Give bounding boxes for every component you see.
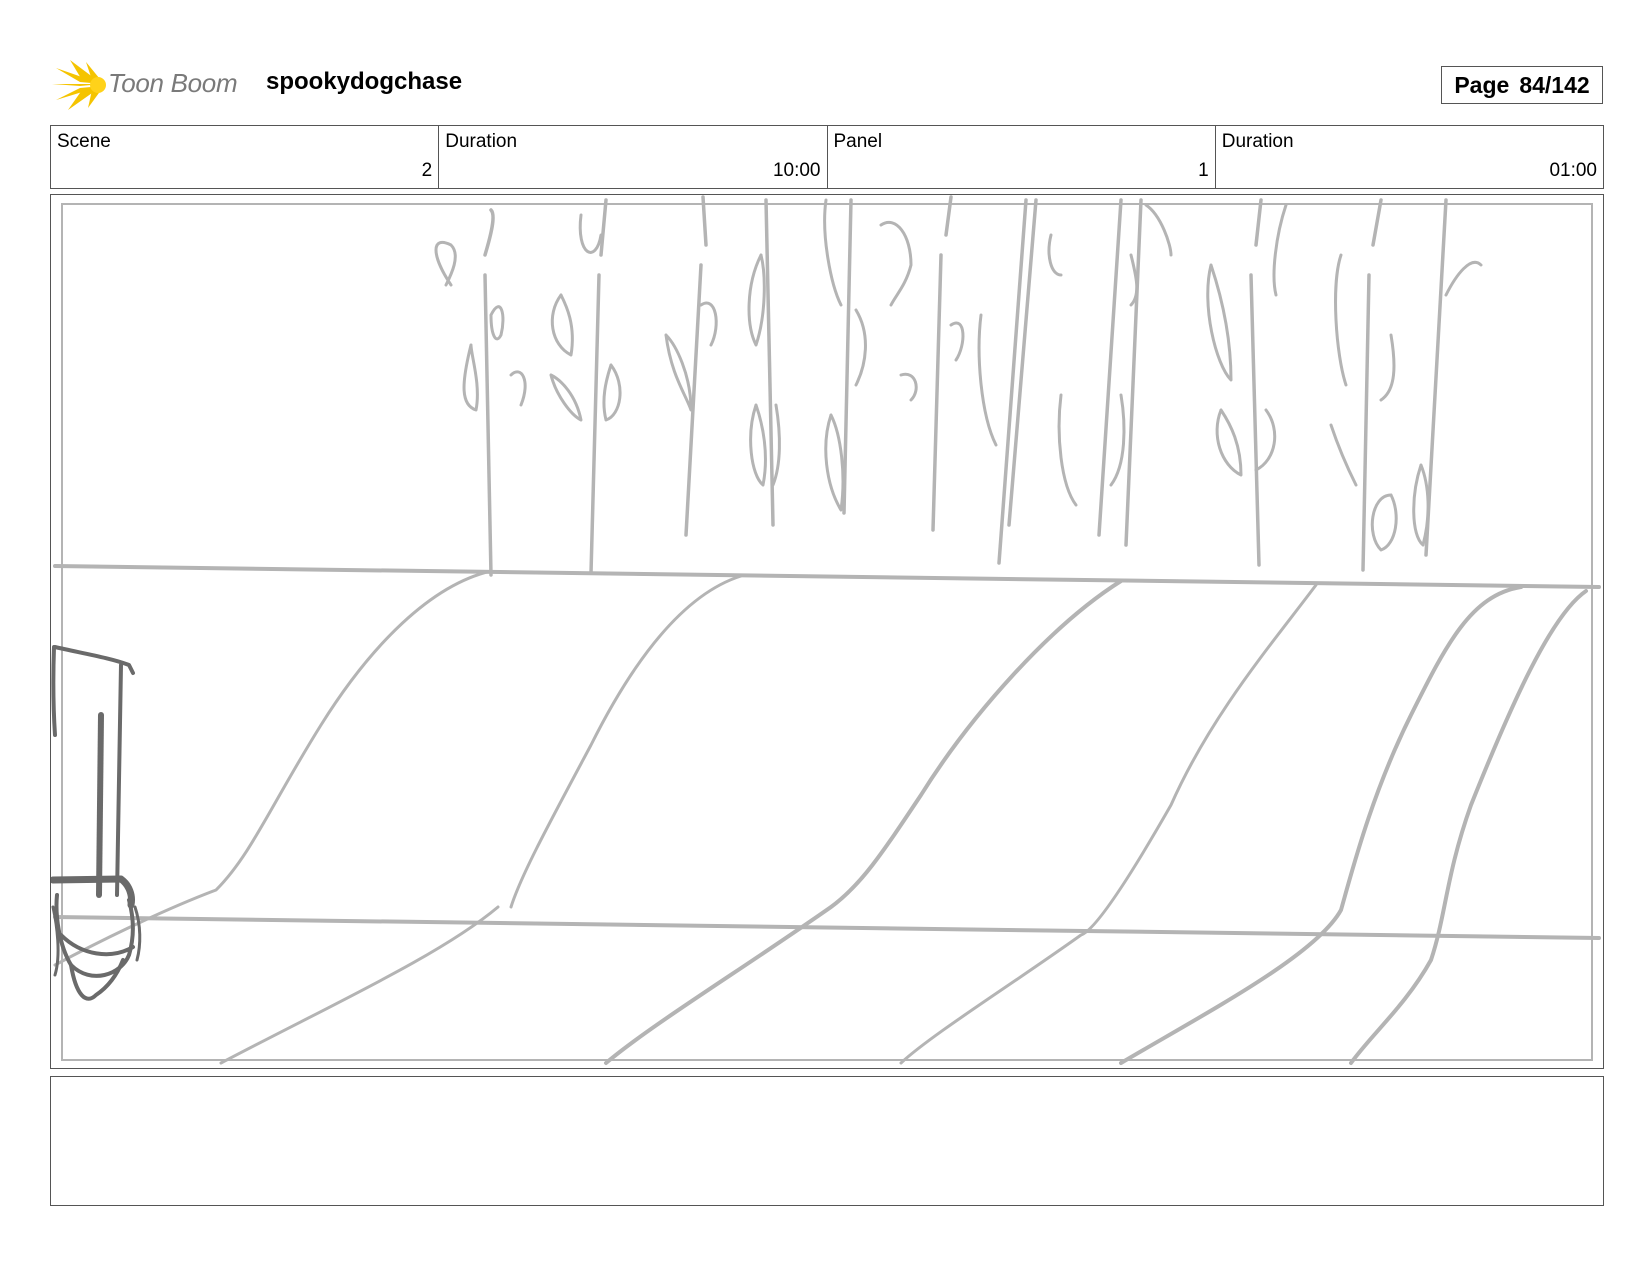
info-cell-panel: Panel 1 bbox=[828, 126, 1216, 188]
toon-boom-burst-icon bbox=[52, 60, 106, 110]
info-label: Scene bbox=[57, 131, 111, 152]
hill-curve bbox=[1349, 589, 1588, 1065]
road-edge-line bbox=[53, 915, 1601, 940]
hill-curve bbox=[509, 574, 743, 909]
panel-sketch bbox=[51, 195, 1601, 1065]
info-label: Duration bbox=[445, 131, 518, 152]
info-value: 10:00 bbox=[772, 160, 821, 181]
horizon-line bbox=[53, 564, 1601, 589]
info-cell-scene: Scene 2 bbox=[51, 126, 440, 188]
hill-curve bbox=[604, 579, 1123, 1065]
info-label: Panel bbox=[833, 131, 883, 152]
page-indicator: Page 84/142 bbox=[1441, 66, 1603, 104]
page-number: 84/142 bbox=[1519, 71, 1590, 98]
safe-area-frame bbox=[61, 203, 1593, 1061]
panel-info-table: Scene 2 Duration 10:00 Panel 1 Duration … bbox=[50, 125, 1604, 189]
hill-curve bbox=[219, 905, 500, 1065]
info-cell-scene-duration: Duration 10:00 bbox=[439, 126, 828, 188]
page-label: Page bbox=[1454, 71, 1510, 98]
project-title: spookydogchase bbox=[266, 68, 463, 95]
logo-text: Toon Boom bbox=[108, 68, 238, 98]
storyboard-panel bbox=[50, 194, 1604, 1069]
tree-line bbox=[483, 195, 1448, 577]
toon-boom-logo: Toon Boom bbox=[52, 58, 252, 112]
info-label: Duration bbox=[1221, 131, 1294, 152]
info-cell-panel-duration: Duration 01:00 bbox=[1216, 126, 1603, 188]
panel-notes-box bbox=[50, 1076, 1604, 1206]
info-value: 01:00 bbox=[1549, 160, 1597, 181]
tree-foliage bbox=[434, 198, 1483, 552]
character-sketch bbox=[51, 645, 142, 1001]
hill-curve bbox=[1119, 585, 1523, 1065]
info-value: 2 bbox=[421, 160, 433, 181]
hill-curve bbox=[899, 583, 1318, 1065]
info-value: 1 bbox=[1198, 160, 1209, 181]
hill-curve bbox=[53, 569, 493, 967]
